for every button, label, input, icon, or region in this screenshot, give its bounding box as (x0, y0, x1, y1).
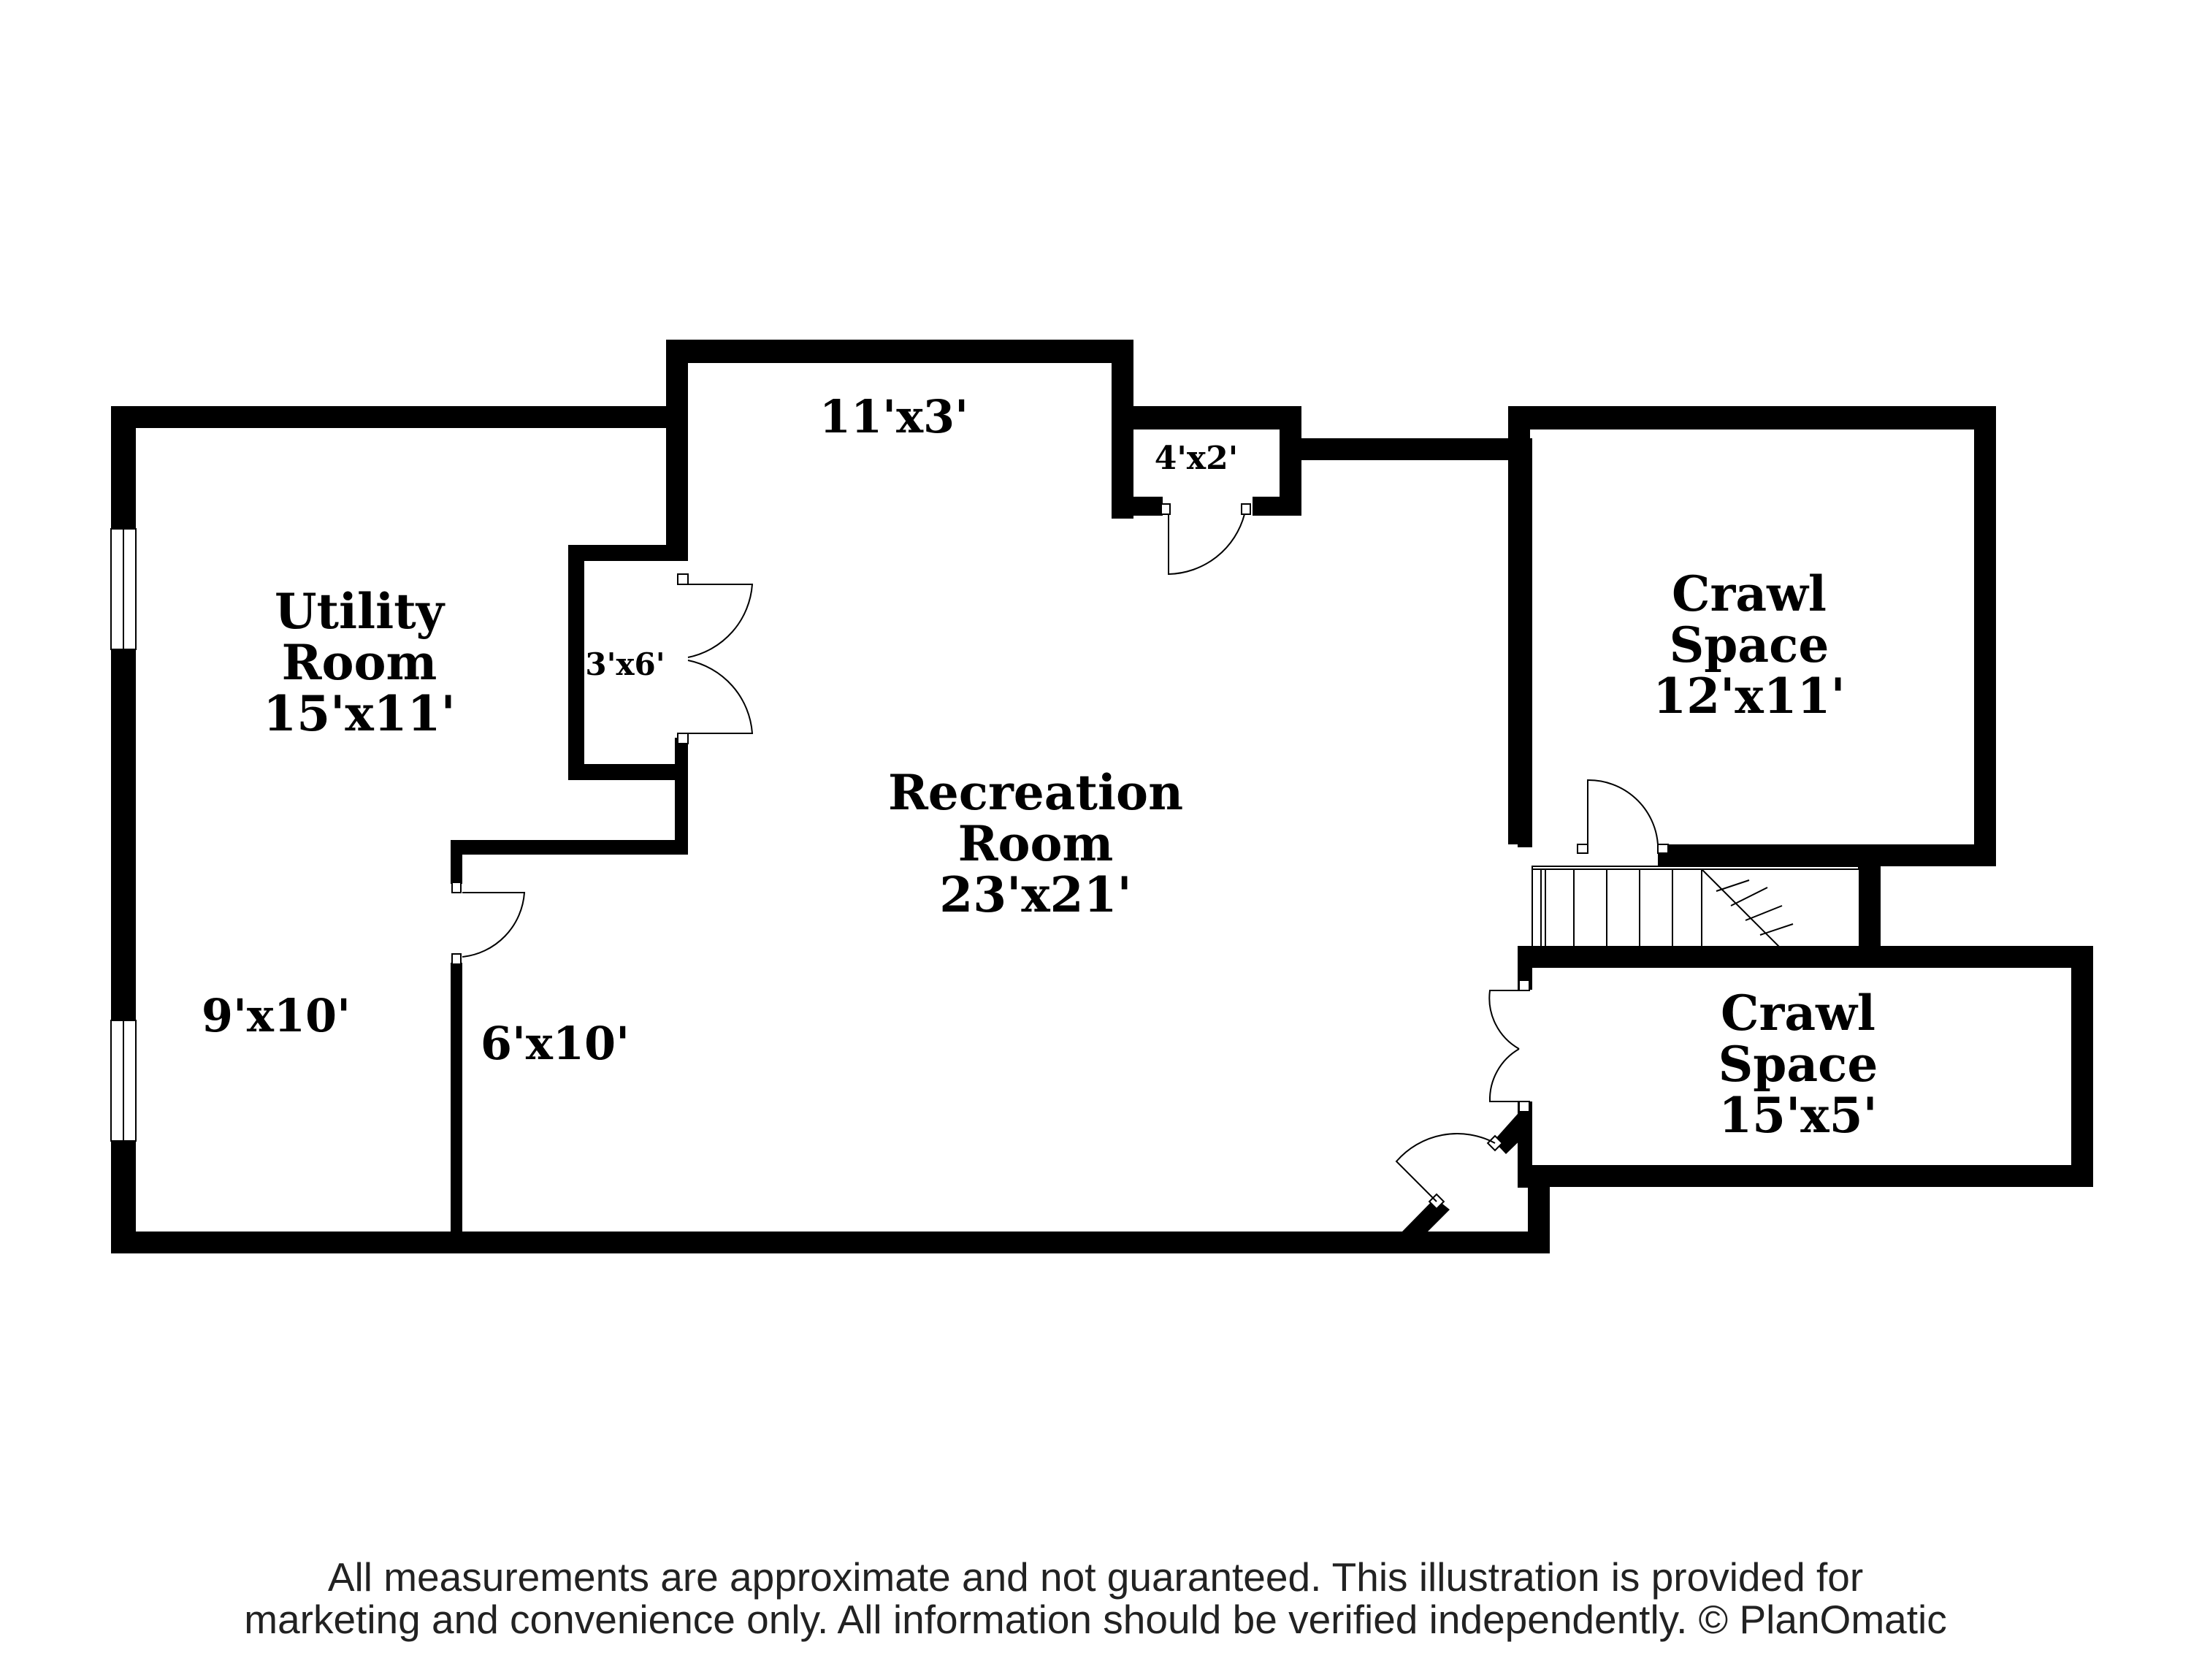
wall-top-connector (1280, 438, 1524, 460)
recreation-room-dims: 23'x21' (939, 866, 1131, 923)
recreation-room-line1: Recreation (888, 764, 1183, 821)
wall-closet2-top (568, 545, 688, 561)
wall-closet2-bottom (568, 764, 688, 780)
dimension-labels: 11'x3' 4'x2' 3'x6' 9'x10' 6'x10' (202, 390, 1238, 1070)
door-jamb (677, 573, 689, 585)
door-jamb (1577, 844, 1588, 854)
crawl-space-lower-dims: 15'x5' (1718, 1087, 1878, 1144)
wall-utility-divider-vert-top (451, 840, 462, 884)
wall-recreation-right (1518, 438, 1532, 847)
door-closet-top[interactable] (1168, 513, 1245, 576)
door-jamb (1160, 503, 1171, 515)
wall-crawl-bottom (1658, 844, 1996, 866)
dim-lower-left: 9'x10' (202, 989, 351, 1042)
wall-closet2-left (568, 545, 584, 780)
wall-crawl2-left-top (1518, 946, 1532, 990)
door-jamb (451, 953, 462, 965)
dim-alcove-top: 11'x3' (819, 390, 968, 443)
wall-alcove-left (666, 340, 688, 559)
door-crawl-upper[interactable] (1587, 779, 1659, 845)
wall-closet-top (1112, 406, 1301, 429)
dim-closet-top: 4'x2' (1155, 440, 1238, 477)
door-crawl-lower-lower[interactable] (1488, 1048, 1520, 1102)
utility-room-line1: Utility (275, 583, 446, 640)
disclaimer-line2: marketing and convenience only. All info… (244, 1597, 1947, 1642)
door-jamb (1241, 503, 1251, 515)
door-jamb (1518, 980, 1530, 991)
wall-crawl2-bottom (1528, 1165, 2093, 1187)
wall-utility-divider-vert (451, 963, 462, 1240)
dim-closet-left: 3'x6' (585, 646, 665, 682)
utility-room-dims: 15'x11' (263, 685, 455, 742)
wall-closet-bottom-left (1112, 497, 1163, 516)
door-jamb (677, 733, 689, 744)
disclaimer: All measurements are approximate and not… (0, 1556, 2191, 1641)
crawl-space-lower-line1: Crawl (1721, 985, 1875, 1042)
door-crawl-lower-upper[interactable] (1488, 990, 1520, 1050)
wall-crawl-top (1508, 406, 1996, 429)
doors (451, 503, 1669, 1210)
wall-bottom (111, 1232, 1550, 1253)
wall-alcove-top (666, 340, 1133, 363)
door-utility-divider[interactable] (462, 892, 526, 958)
wall-crawl2-right (2071, 946, 2093, 1187)
windows (110, 528, 137, 1142)
door-closet-left-lower[interactable] (687, 660, 754, 734)
door-closet-left-upper[interactable] (687, 584, 754, 658)
wall-diagonal-upper (1494, 1114, 1532, 1154)
door-jamb (1518, 1101, 1530, 1112)
wall-recreation-right-lower (1528, 1165, 1550, 1253)
crawl-space-upper-line1: Crawl (1672, 565, 1827, 622)
wall-crawl-right (1974, 406, 1996, 866)
disclaimer-line1: All measurements are approximate and not… (327, 1554, 1864, 1600)
wall-utility-top (111, 406, 673, 428)
room-labels: Utility Room 15'x11' Recreation Room 23'… (263, 565, 1878, 1144)
recreation-room-line2: Room (958, 815, 1114, 872)
door-exterior-corner[interactable] (1395, 1133, 1496, 1202)
crawl-space-upper-dims: 12'x11' (1653, 668, 1845, 725)
crawl-space-upper-line2: Space (1670, 616, 1829, 673)
wall-closet-bottom-right (1253, 497, 1301, 516)
dim-lower-mid: 6'x10' (481, 1017, 630, 1070)
utility-room-line2: Room (282, 634, 437, 691)
door-jamb (1657, 844, 1669, 854)
door-jamb (451, 882, 462, 893)
wall-stair-right (1859, 844, 1881, 963)
wall-utility-divider (451, 840, 688, 855)
crawl-space-lower-line2: Space (1718, 1036, 1878, 1093)
stairs[interactable] (1532, 866, 1859, 950)
wall-closet2-right-bottom (675, 738, 688, 853)
